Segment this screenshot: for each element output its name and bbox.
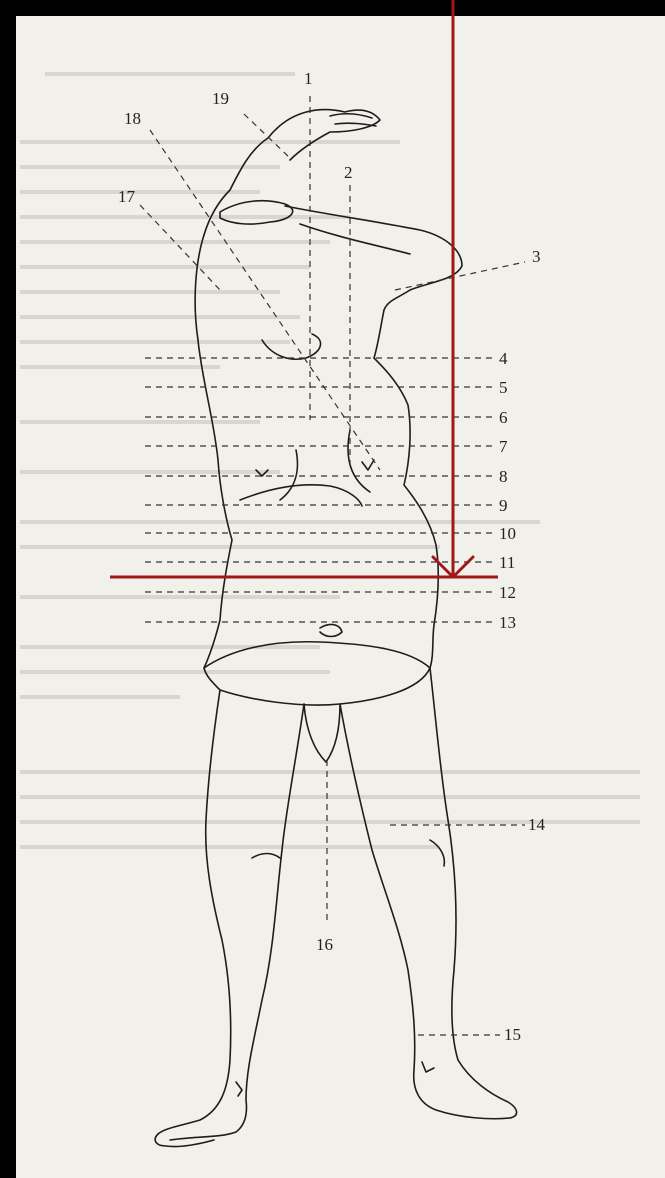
label-14: 14 [528, 815, 546, 834]
left-leg-outer [158, 690, 231, 1134]
label-12: 12 [499, 583, 516, 602]
label-13: 13 [499, 613, 516, 632]
shoulder-blade [262, 334, 321, 359]
lower-back-mark-2 [362, 460, 374, 470]
bleed-through-text [20, 72, 640, 849]
guide-19 [244, 114, 290, 158]
lower-back-muscles [280, 430, 370, 500]
left-forearm [285, 206, 462, 310]
label-5: 5 [499, 378, 508, 397]
label-8: 8 [499, 467, 508, 486]
upper-arm-back [300, 224, 410, 358]
right-leg-inner [340, 704, 510, 1119]
label-6: 6 [499, 408, 508, 427]
label-16: 16 [316, 935, 333, 954]
torso-left-side [195, 235, 232, 668]
loincloth-fold [304, 704, 340, 762]
label-3: 3 [532, 247, 541, 266]
label-4: 4 [499, 349, 508, 368]
label-17: 17 [118, 187, 136, 206]
label-1: 1 [304, 69, 313, 88]
label-18: 18 [124, 109, 141, 128]
label-9: 9 [499, 496, 508, 515]
left-knee [252, 854, 280, 859]
left-hand [220, 201, 293, 224]
label-11: 11 [499, 553, 515, 572]
label-2: 2 [344, 163, 353, 182]
label-19: 19 [212, 89, 229, 108]
right-leg-outer [430, 668, 517, 1118]
sacral-mark [320, 625, 342, 637]
label-10: 10 [499, 524, 516, 543]
torso-right-side [374, 358, 438, 668]
head-outline [204, 138, 268, 235]
raised-hand [330, 114, 376, 126]
right-ankle-mark [422, 1062, 434, 1072]
right-knee [430, 840, 444, 866]
guide-3 [395, 262, 525, 290]
label-15: 15 [504, 1025, 521, 1044]
label-7: 7 [499, 437, 508, 456]
guide-lines [140, 96, 525, 1035]
left-leg-inner [170, 704, 304, 1140]
lumbar-curve [240, 485, 362, 506]
